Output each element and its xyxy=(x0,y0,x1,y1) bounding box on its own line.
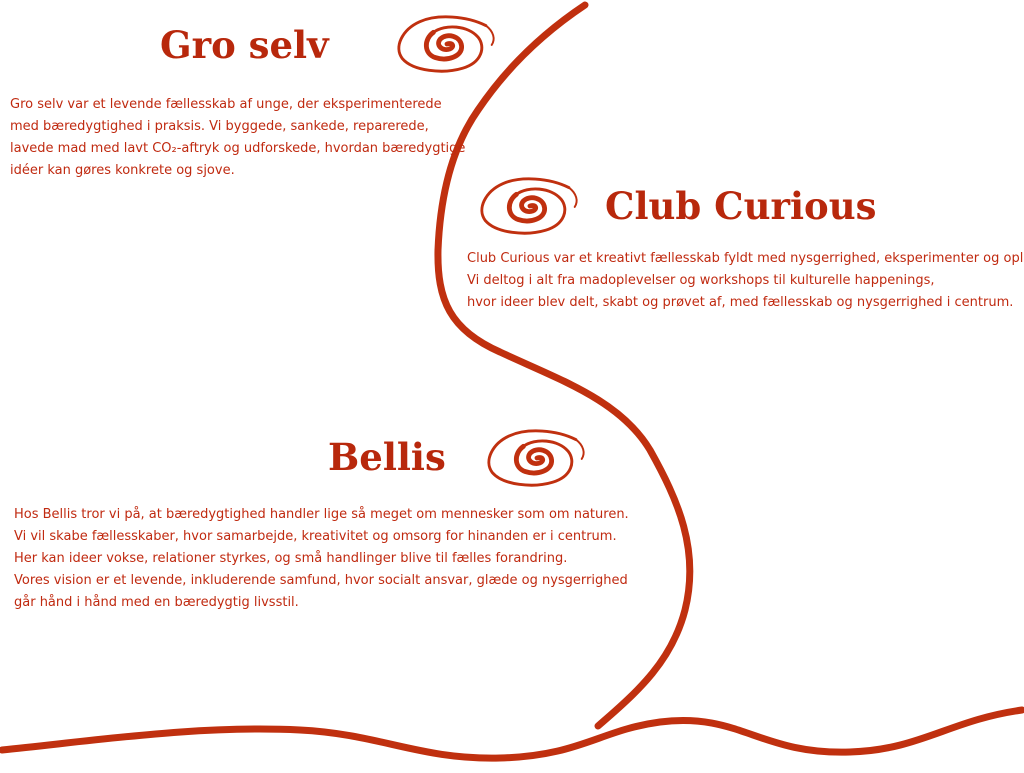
description-line: lavede mad med lavt CO₂-aftryk og udfors… xyxy=(10,141,466,156)
description-line: går hånd i hånd med en bæredygtig livsst… xyxy=(14,595,299,610)
description-line: Vores vision er et levende, inkluderende… xyxy=(14,573,628,588)
description-line: med bæredygtighed i praksis. Vi byggede,… xyxy=(10,119,429,134)
description-line: hvor ideer blev delt, skabt og prøvet af… xyxy=(467,295,1014,310)
description-line: Vi vil skabe fællesskaber, hvor samarbej… xyxy=(14,529,617,544)
description-line: Gro selv var et levende fællesskab af un… xyxy=(10,97,442,112)
ground-line xyxy=(0,706,1024,762)
description-line: Club Curious var et kreativt fællesskab … xyxy=(467,251,1024,266)
spiral-icon xyxy=(397,15,495,73)
bellis-description: Hos Bellis tror vi på, at bæredygtighed … xyxy=(14,504,629,614)
description-line: Vi deltog i alt fra madoplevelser og wor… xyxy=(467,273,935,288)
gro-selv-title: Gro selv xyxy=(160,23,329,67)
bellis-title: Bellis xyxy=(328,435,446,479)
description-line: Hos Bellis tror vi på, at bæredygtighed … xyxy=(14,507,629,522)
club-curious-description: Club Curious var et kreativt fællesskab … xyxy=(467,248,1024,314)
description-line: Her kan ideer vokse, relationer styrkes,… xyxy=(14,551,568,566)
club-curious-title: Club Curious xyxy=(605,184,877,228)
spiral-icon xyxy=(480,177,578,235)
gro-selv-description: Gro selv var et levende fællesskab af un… xyxy=(10,94,465,182)
timeline-vine xyxy=(434,1,694,730)
spiral-icon xyxy=(487,429,585,487)
description-line: idéer kan gøres konkrete og sjove. xyxy=(10,163,235,178)
